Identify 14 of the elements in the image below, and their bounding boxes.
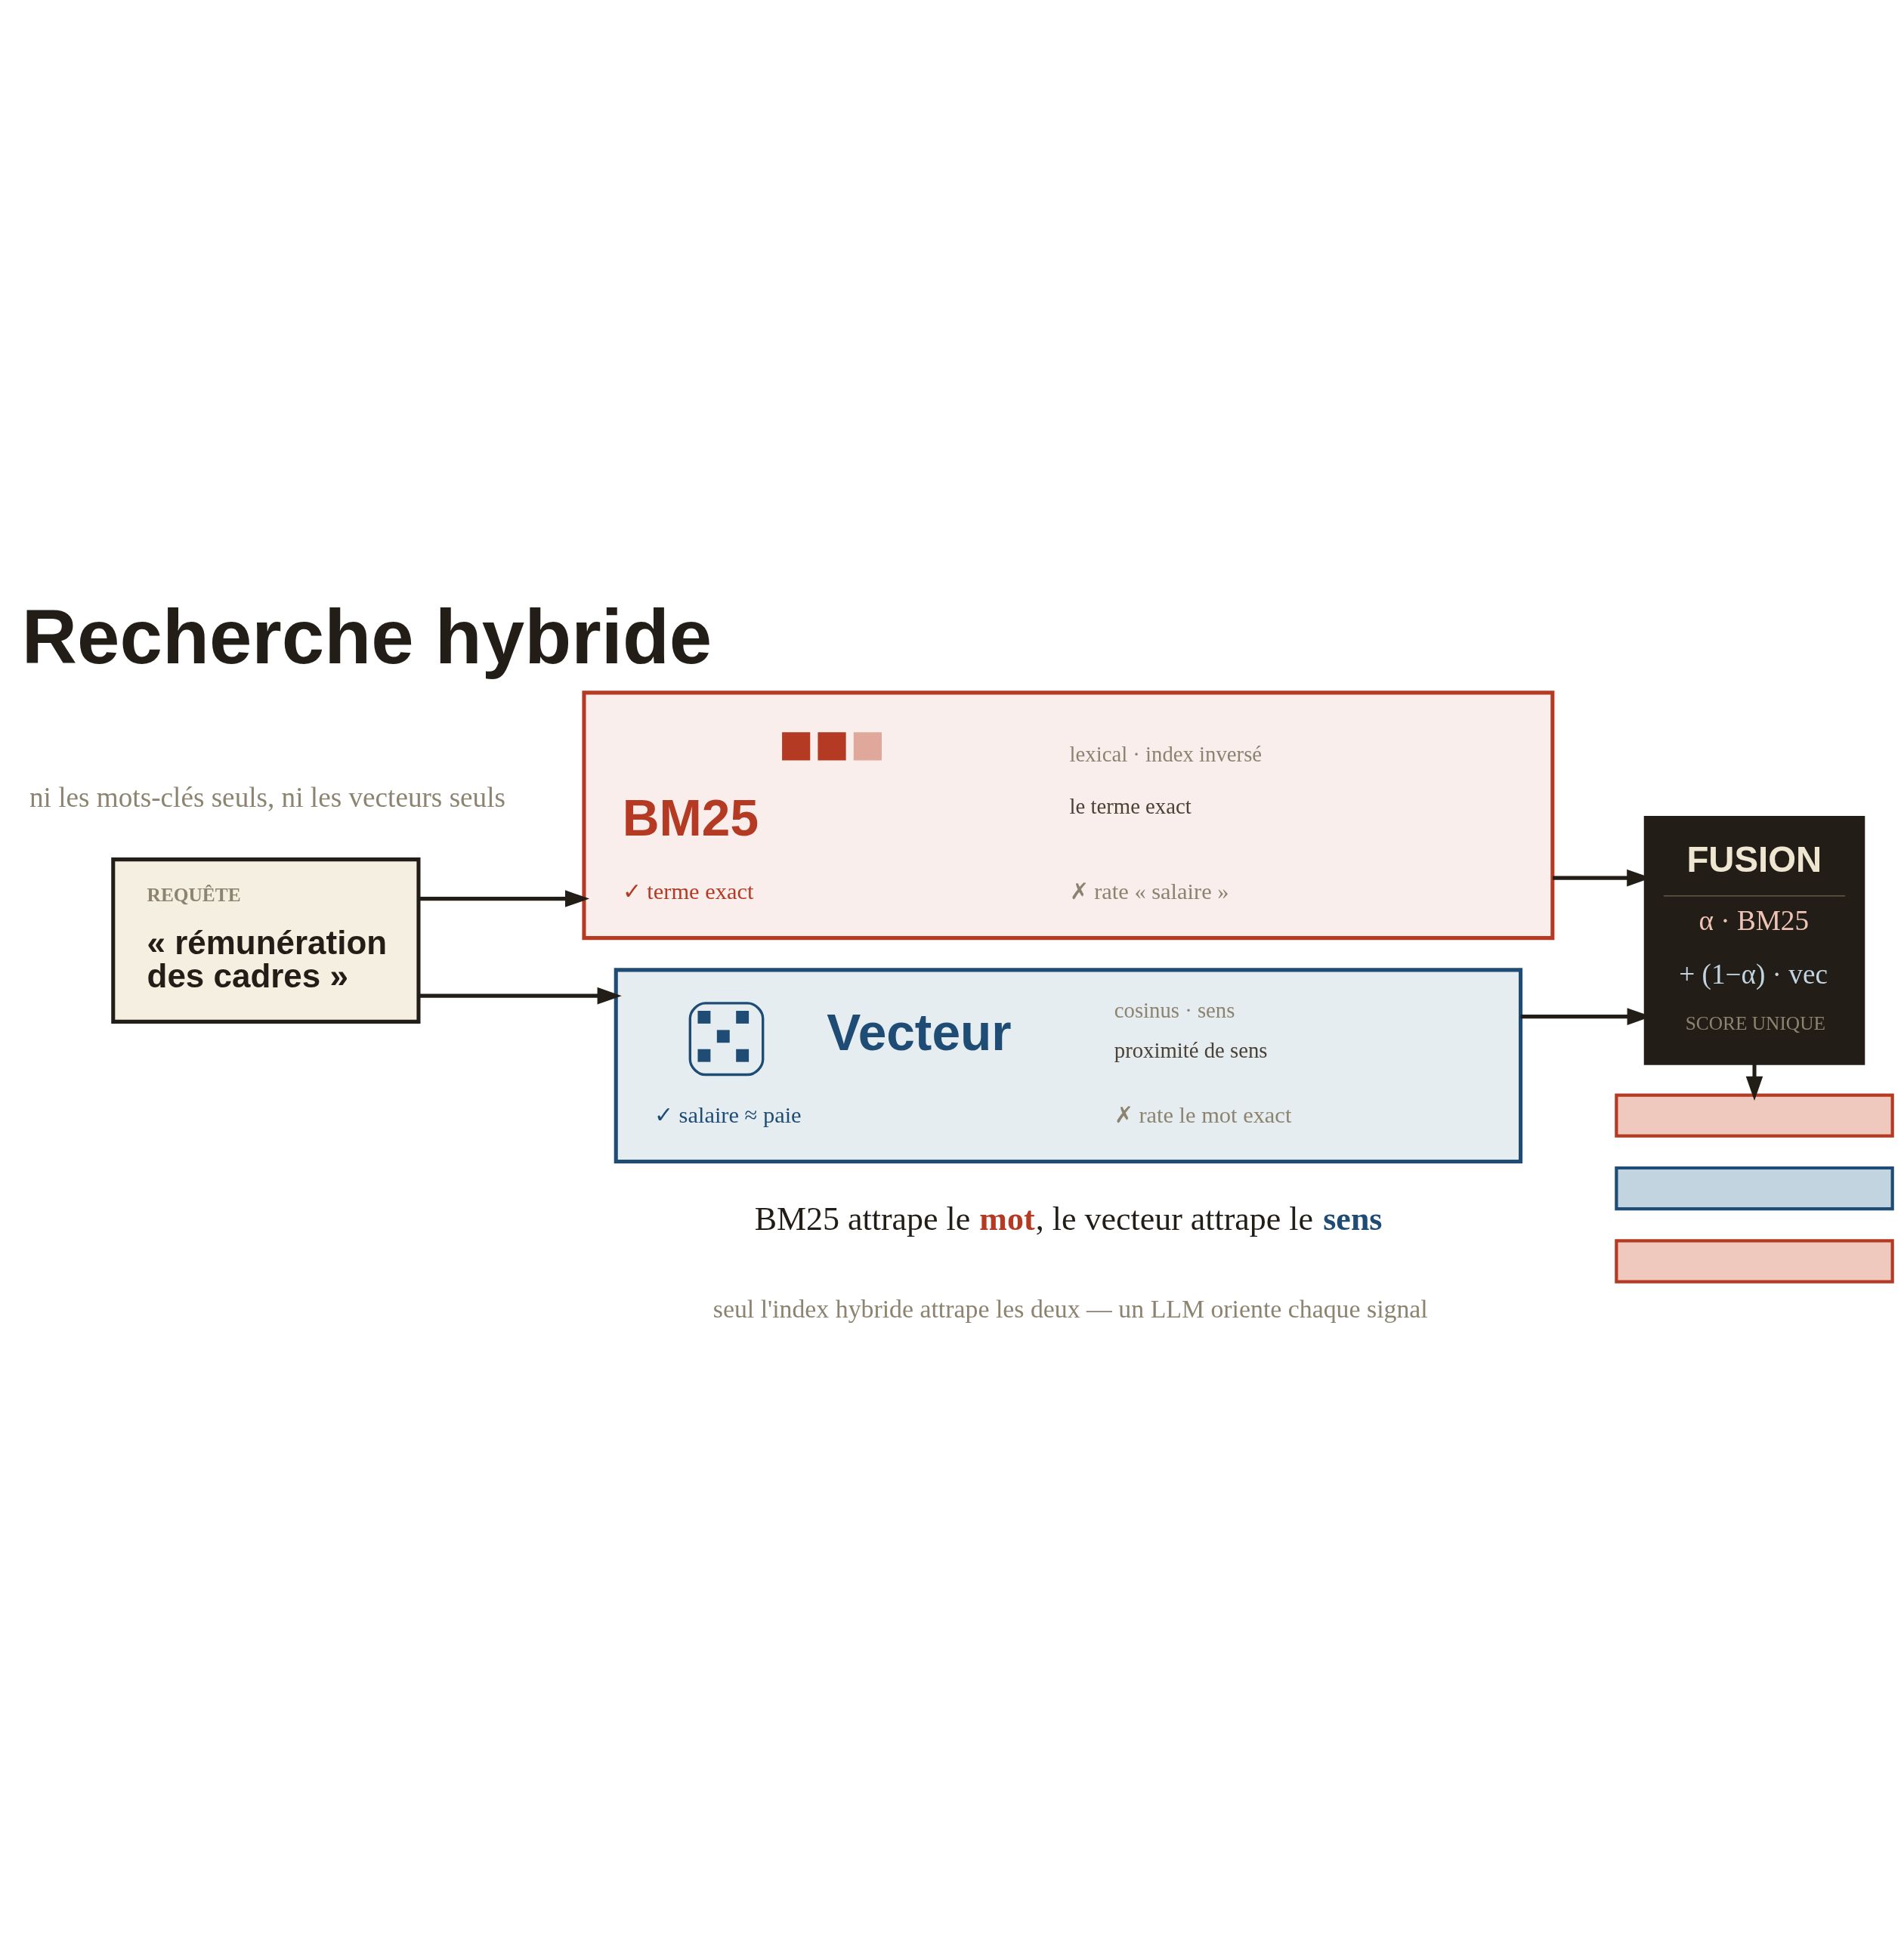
node-box: REQUÊTE « rémunération des cadres »	[111, 857, 421, 1024]
label: ni les mots-clés seuls, ni les vecteurs seuls	[29, 781, 506, 813]
diagram-title: Recherche hybride	[21, 593, 712, 680]
arrow	[419, 987, 622, 1004]
node-box: FUSION α · BM25 + (1−α) · vec SCORE UNIQUE	[1643, 815, 1865, 1065]
node-bar	[1615, 1238, 1894, 1284]
label: seul l'index hybride attrape les deux — un LLM oriente chaque signal	[712, 1294, 1428, 1323]
node-box: lexical · index inversé BM25 le terme exact ✓ terme exact ✗ rate « salaire »	[582, 690, 1555, 940]
node-bar	[1615, 1166, 1894, 1210]
node-bar	[1615, 1093, 1894, 1138]
node-box: Vecteur cosinus · sens proximité de sens ✓ salaire ≈ paie ✗ rate le mot exact	[614, 967, 1523, 1163]
arrow	[419, 889, 590, 907]
label: BM25 attrape le mot, le vecteur attrape le sens	[754, 1200, 1383, 1237]
arrow	[1745, 1063, 1763, 1101]
